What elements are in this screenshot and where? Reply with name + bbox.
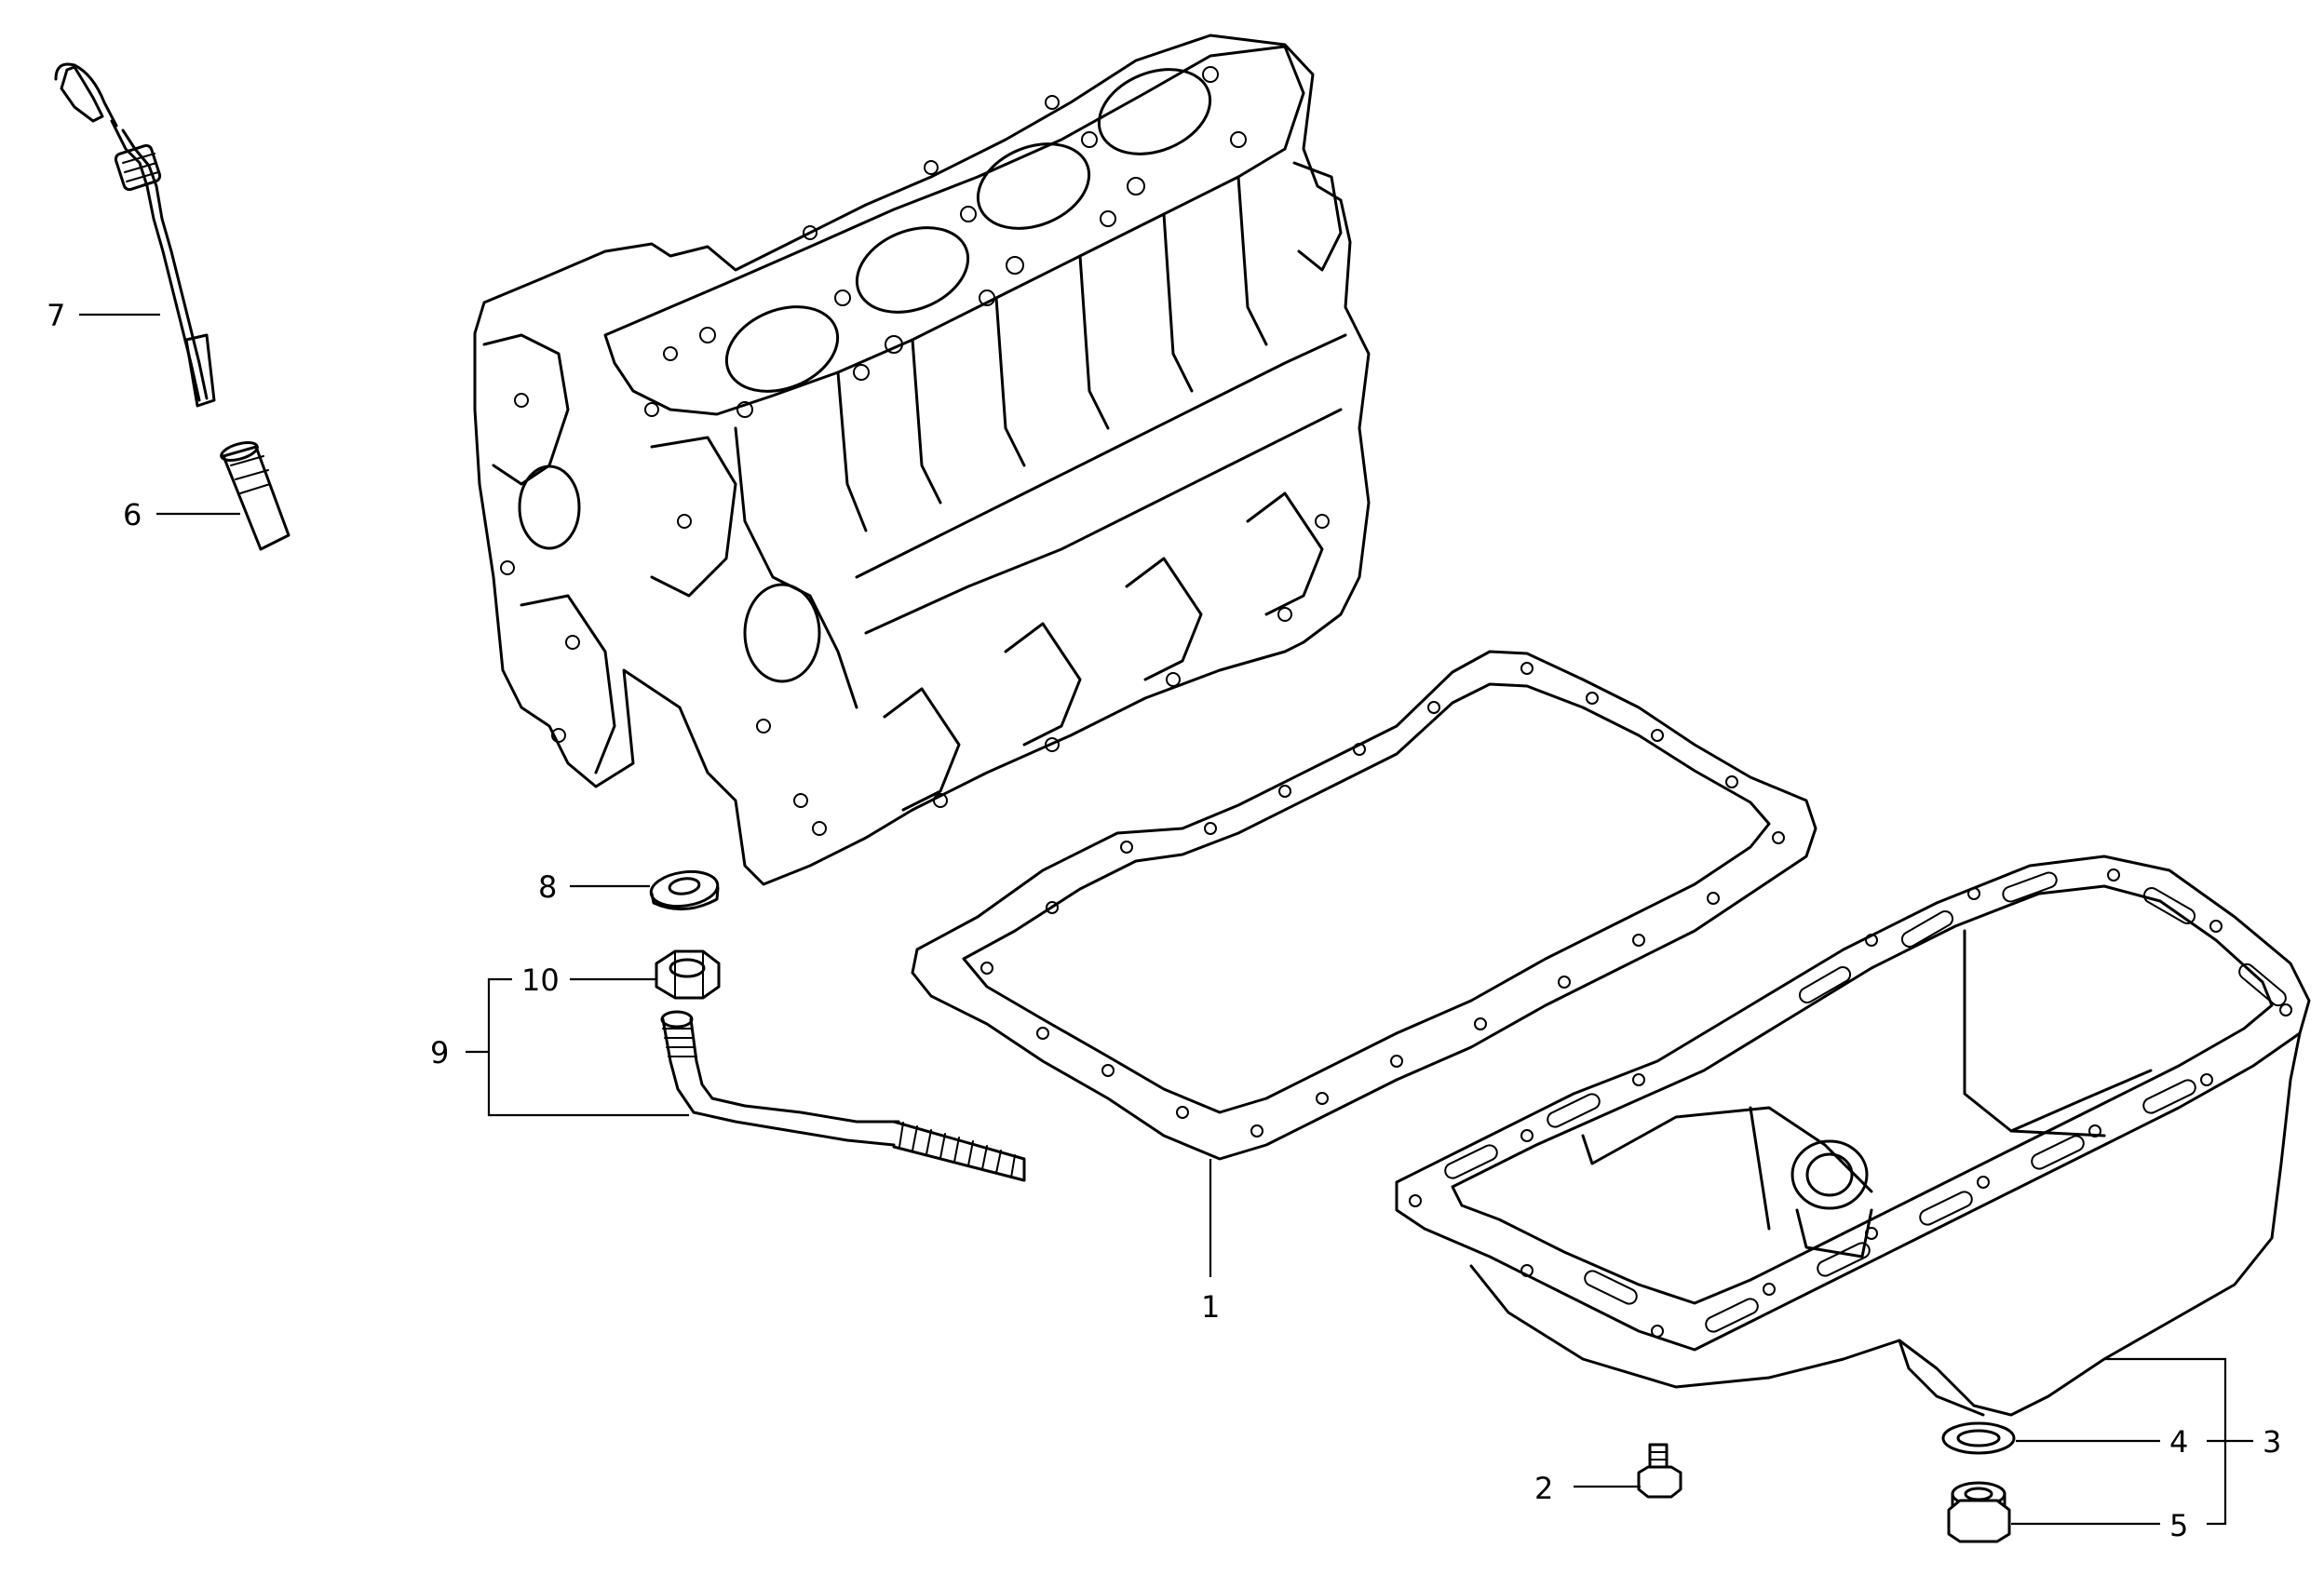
hex-nut bbox=[655, 949, 721, 1000]
callout-5: 5 bbox=[2169, 1508, 2188, 1543]
callout-8: 8 bbox=[538, 869, 557, 905]
callout-2: 2 bbox=[1534, 1471, 1553, 1506]
callout-1: 1 bbox=[1201, 1289, 1220, 1325]
callout-6: 6 bbox=[123, 497, 142, 532]
callout-10: 10 bbox=[521, 962, 560, 998]
leader-lines bbox=[79, 313, 2253, 1526]
engine-block bbox=[473, 34, 1371, 886]
oil-pipe bbox=[660, 1010, 1026, 1182]
callout-7: 7 bbox=[47, 298, 65, 333]
oil-pan bbox=[1395, 855, 2311, 1417]
drain-plug-washer bbox=[1941, 1421, 2016, 1455]
dipstick-guide-tube bbox=[220, 441, 290, 551]
drain-plug bbox=[1947, 1481, 2011, 1543]
callout-4: 4 bbox=[2169, 1424, 2188, 1460]
dipstick bbox=[54, 62, 216, 408]
callout-9: 9 bbox=[430, 1035, 449, 1070]
callout-labels: 1 2 3 4 5 6 7 8 9 10 bbox=[47, 298, 2281, 1543]
sealing-washer bbox=[649, 869, 720, 911]
oil-pan-gasket bbox=[911, 650, 1817, 1161]
bolt bbox=[1637, 1443, 1682, 1499]
callout-3: 3 bbox=[2263, 1424, 2281, 1460]
